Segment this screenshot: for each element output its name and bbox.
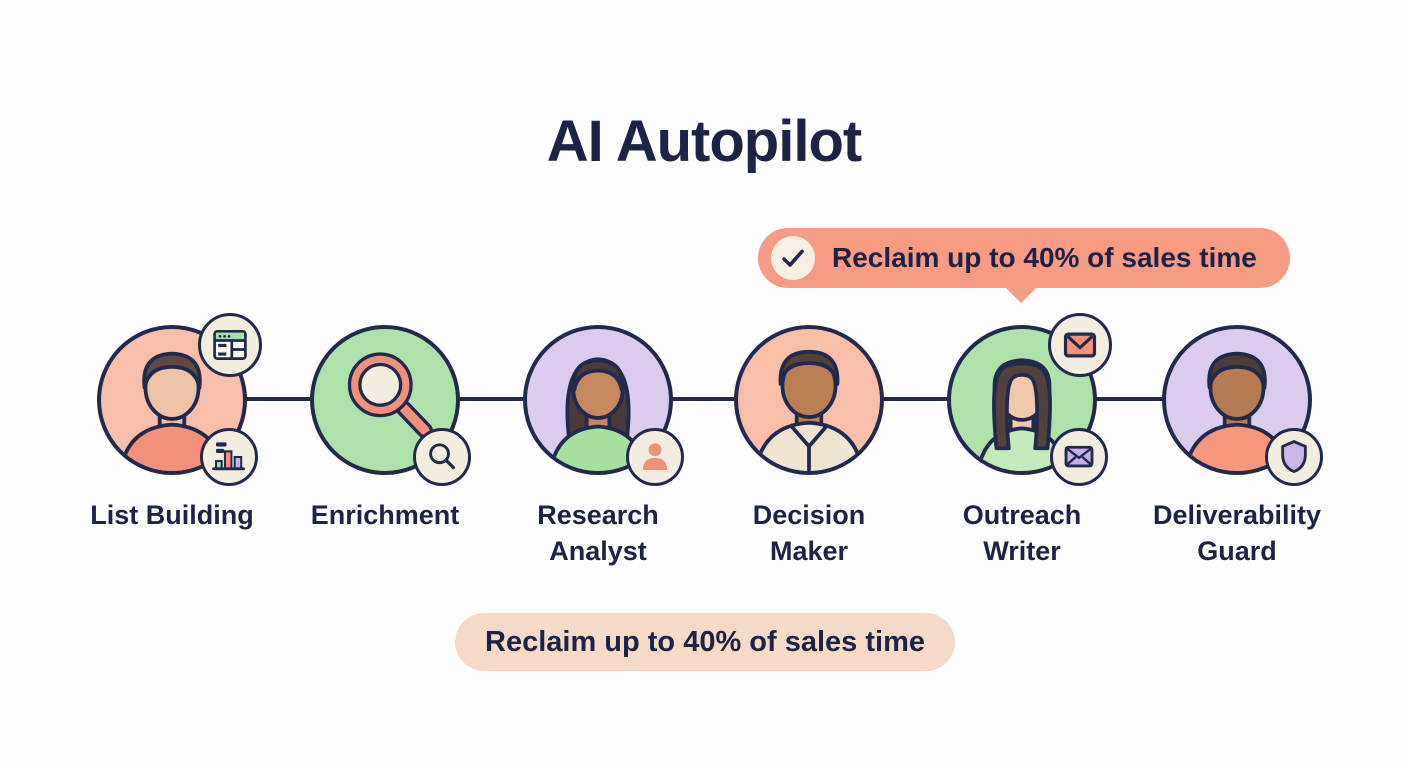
- mail-salmon-icon: [1048, 313, 1112, 377]
- male-light-skin-salmon-shirt-avatar: [101, 329, 243, 471]
- step-label: List Building: [90, 500, 254, 530]
- callout-text: Reclaim up to 40% of sales time: [832, 242, 1257, 273]
- mail-purple-icon: [1050, 428, 1108, 486]
- magnifier-icon: [314, 329, 456, 471]
- female-long-hair-green-shirt-avatar: [951, 329, 1093, 471]
- callout-tail: [1004, 286, 1038, 303]
- shield-icon: [1265, 428, 1323, 486]
- bottom-pill: Reclaim up to 40% of sales time: [455, 613, 955, 671]
- female-bob-green-shirt-avatar: [527, 329, 669, 471]
- check-icon: [771, 236, 815, 280]
- callout-bubble: Reclaim up to 40% of sales time: [758, 228, 1290, 288]
- bar-chart-icon: [200, 428, 258, 486]
- male-brown-skin-collared-shirt-avatar: [738, 329, 880, 471]
- step-circle: [947, 325, 1097, 475]
- step-label: Deliverability Guard: [1152, 500, 1322, 566]
- table-grid-icon: [198, 313, 262, 377]
- step-label: Enrichment: [310, 500, 460, 530]
- search-icon: [413, 428, 471, 486]
- page-title: AI Autopilot: [546, 109, 862, 174]
- step-node-deliverability-guard: Deliverability Guard: [1153, 325, 1323, 566]
- step-label: Outreach Writer: [962, 500, 1082, 566]
- step-circle: [523, 325, 673, 475]
- person-icon: [626, 428, 684, 486]
- step-node-decision-maker: Decision Maker: [734, 325, 884, 566]
- step-node-enrichment: Enrichment: [310, 325, 471, 530]
- step-node-outreach-writer: Outreach Writer: [947, 313, 1112, 566]
- pipeline-connector-line: [172, 397, 1237, 401]
- step-node-list-building: List Building: [90, 313, 262, 530]
- step-label: Decision Maker: [752, 500, 866, 566]
- step-circle: [734, 325, 884, 475]
- step-node-research-analyst: Research Analyst: [523, 325, 684, 566]
- bottom-pill-text: Reclaim up to 40% of sales time: [485, 625, 925, 658]
- step-label: Research Analyst: [537, 500, 659, 566]
